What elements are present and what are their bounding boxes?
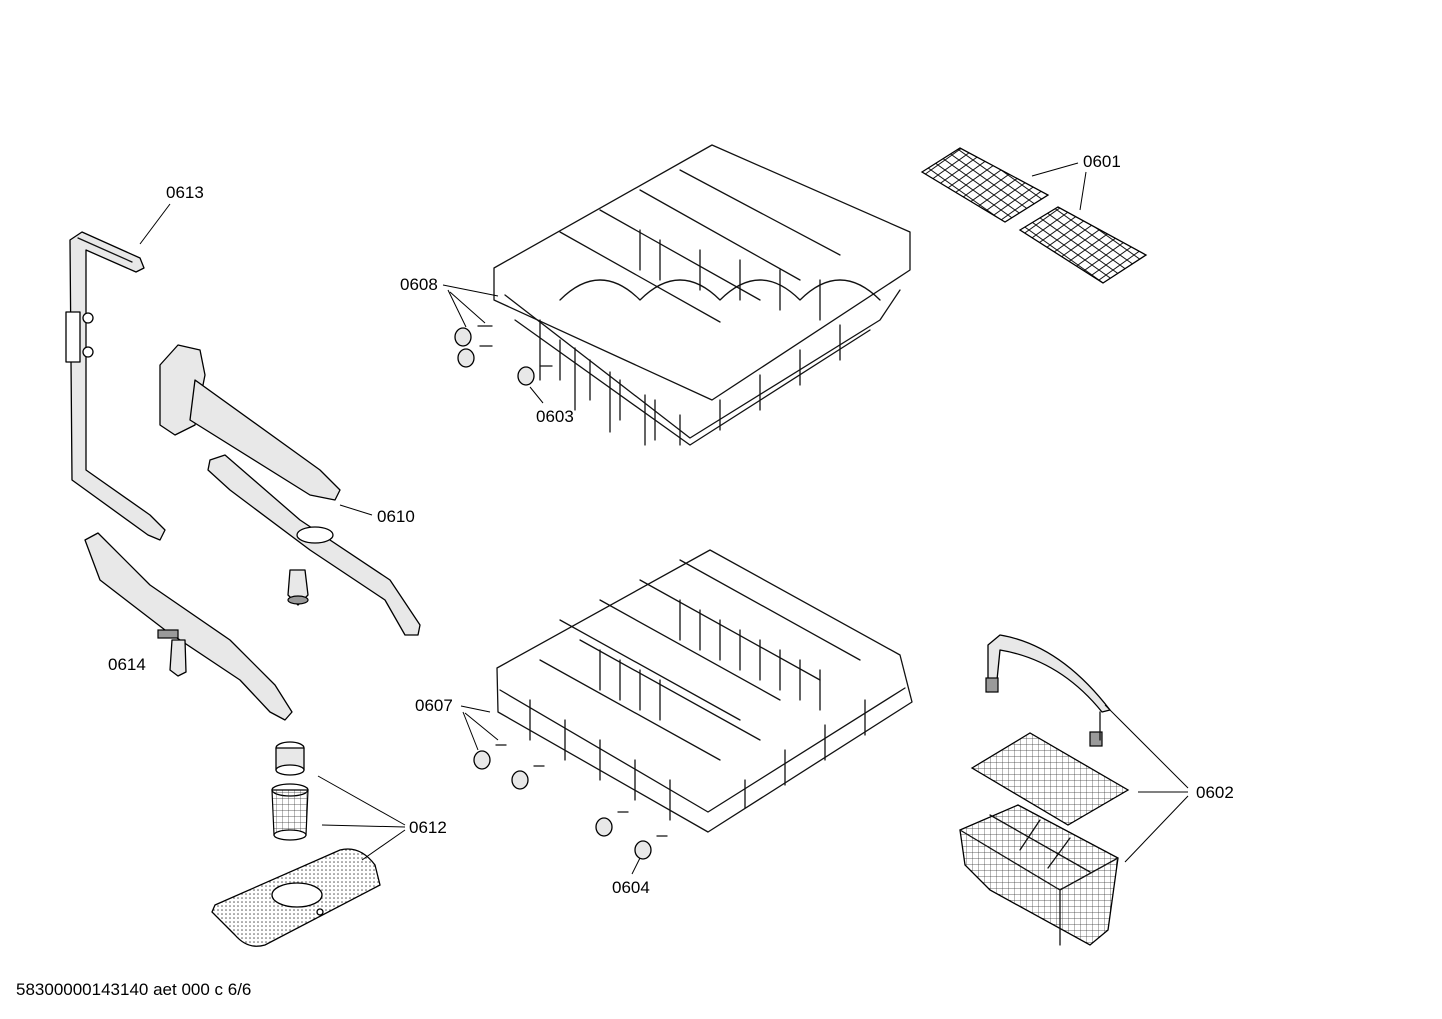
callout-0608: 0608 (400, 275, 438, 294)
callout-0613: 0613 (166, 183, 204, 202)
document-id: 58300000143140 aet 000 c 6/6 (16, 980, 252, 999)
callout-0610: 0610 (377, 507, 415, 526)
callout-0602: 0602 (1196, 783, 1234, 802)
filter-set-0612 (211, 741, 381, 947)
mesh-inserts-0601 (920, 147, 1148, 284)
lower-basket (496, 549, 913, 833)
callout-0607: 0607 (415, 696, 453, 715)
callout-0603: 0603 (536, 407, 574, 426)
upper-spray-arm-0610 (159, 344, 421, 636)
callout-0612: 0612 (409, 818, 447, 837)
callout-0614: 0614 (108, 655, 146, 674)
upper-basket (493, 144, 911, 446)
callout-0601: 0601 (1083, 152, 1121, 171)
spray-pipe-0613 (65, 231, 166, 541)
callout-0604: 0604 (612, 878, 650, 897)
lower-spray-arm-0614 (84, 532, 293, 721)
cutlery-basket-0602 (959, 634, 1130, 946)
lower-wheels (473, 744, 668, 860)
upper-wheels (454, 325, 553, 386)
